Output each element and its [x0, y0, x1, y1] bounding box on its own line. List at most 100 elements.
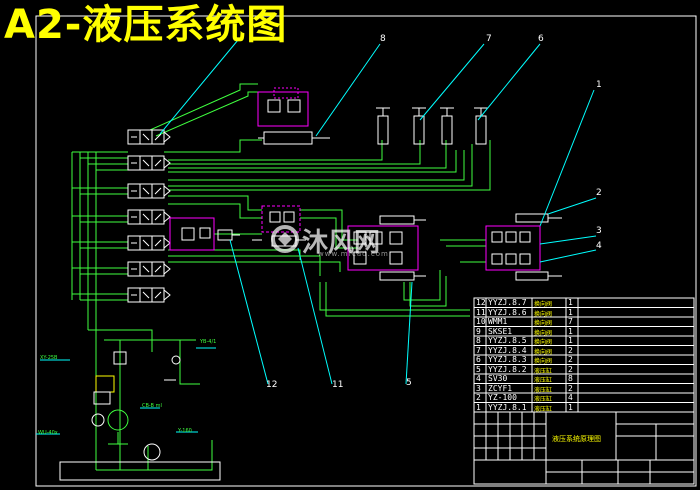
bom-code: WMM1: [488, 317, 508, 326]
watermark-text: 沐风网: [302, 228, 381, 258]
bom-code: YYZJ.8.3: [488, 355, 527, 364]
bom-qty: 1: [568, 402, 573, 412]
bom-row: 3 ZCYF1 液压缸 2: [474, 384, 694, 394]
watermark-url: www.mfcad.com: [318, 250, 389, 258]
bom-name: 换向阀: [534, 329, 553, 337]
leader-lines: [36, 39, 597, 435]
bom-row: 7 YYZJ.8.4 换向阀 2: [474, 346, 694, 356]
valve-stack-2: [127, 155, 171, 171]
bom-row: 9 SKSE1 换向阀 1: [474, 327, 694, 337]
upright-cylinders: [376, 107, 488, 145]
bom-row: 10 WMM1 换向阀 7: [474, 317, 694, 327]
bom-no: 6: [476, 355, 481, 364]
callout-label: 4: [596, 241, 602, 251]
cylinder-b: [412, 107, 426, 145]
bom-code: YYZJ.8.6: [488, 307, 527, 317]
pipe-network: [71, 83, 491, 471]
callout-label: 7: [486, 34, 492, 44]
bom-code: YYZJ.8.2: [488, 364, 527, 374]
bom-name: 换向阀: [534, 358, 553, 365]
bom-qty: 7: [568, 317, 573, 326]
bom-name: 液压缸: [534, 377, 553, 384]
cylinder-assembly-5: [347, 215, 426, 281]
bom-no: 12: [476, 298, 486, 307]
bom-name: 换向阀: [534, 301, 553, 308]
pump-label: CB-B ml: [142, 403, 162, 409]
bom-code: YYZJ.8.7: [488, 298, 527, 307]
bom-name: 液压缸: [534, 405, 553, 413]
bom-row: 11 YYZJ.8.6 换向阀 1: [474, 308, 694, 318]
cylinder-c: [440, 107, 454, 145]
pump-label: Y-160: [178, 428, 192, 434]
pump-station: [59, 351, 221, 481]
valve-column-left: [127, 129, 171, 303]
bom-code: YZ-100: [488, 393, 517, 402]
callout-label: 2: [596, 188, 602, 198]
valve-stack-3: [127, 183, 171, 199]
bom-table-grid: [473, 297, 695, 485]
callout-label: 11: [332, 380, 344, 390]
bom-name: 换向阀: [534, 339, 553, 346]
cylinder-d: [474, 107, 488, 145]
bom-row: 5 YYZJ.8.2 液压缸 2: [474, 365, 694, 375]
bom-row: 6 YYZJ.8.3 换向阀 2: [474, 355, 694, 365]
pump-label: YB-4/1: [200, 339, 217, 345]
bom-no: 5: [476, 364, 481, 374]
bom-table: 12 YYZJ.8.7 换向阀 1 11 YYZJ.8.6 换向阀 1 10 W…: [474, 298, 694, 413]
pump-label: XY-25B: [40, 355, 58, 361]
bom-qty: 2: [568, 383, 573, 393]
callout-label: 6: [538, 34, 544, 44]
drawing-title: A2-液压系统图: [4, 2, 288, 48]
valve-stack-1: [127, 129, 171, 145]
watermark-logo-icon: [271, 225, 299, 253]
callout-label: 3: [596, 226, 602, 236]
bom-no: 2: [476, 393, 481, 402]
bom-row: 1 YYZJ.8.1 液压缸 1: [474, 403, 694, 413]
bom-qty: 1: [568, 326, 573, 336]
pump-label: WU-40x: [38, 430, 58, 436]
bom-no: 10: [476, 317, 486, 326]
bom-no: 8: [476, 336, 481, 345]
bom-name: 液压缸: [534, 367, 553, 375]
cylinder-a: [376, 107, 390, 145]
bom-no: 4: [476, 374, 481, 383]
bom-qty: 8: [568, 374, 573, 383]
bom-qty: 2: [568, 364, 573, 374]
bom-no: 1: [476, 402, 481, 412]
bom-name: 换向阀: [534, 310, 553, 318]
bom-no: 7: [476, 345, 481, 355]
bom-code: YYZJ.8.4: [488, 345, 527, 355]
bom-code: ZCYF1: [488, 383, 513, 393]
bom-qty: 1: [568, 336, 573, 345]
bom-row: 4 SV30 液压缸 8: [474, 374, 694, 384]
bom-code: SKSE1: [488, 326, 513, 336]
bom-code: SV30: [488, 374, 508, 383]
drawing-name: 液压系统原理图: [552, 435, 601, 443]
valve-stack-4: [127, 209, 171, 225]
drawing-frame: [35, 15, 697, 487]
bom-row: 12 YYZJ.8.7 换向阀 1: [474, 298, 694, 308]
bom-row: 2 YZ-100 液压缸 4: [474, 393, 694, 403]
bom-no: 3: [476, 383, 481, 393]
bom-no: 9: [476, 326, 481, 336]
bom-qty: 2: [568, 345, 573, 355]
bom-qty: 2: [568, 355, 573, 364]
cylinder-assembly-1-4: [485, 213, 562, 281]
callout-label: 1: [596, 80, 602, 90]
bom-no: 11: [476, 307, 486, 317]
bom-row: 8 YYZJ.8.5 换向阀 1: [474, 336, 694, 346]
callout-label: 12: [266, 380, 278, 390]
bom-qty: 4: [568, 393, 573, 402]
callout-label: 8: [380, 34, 386, 44]
bom-name: 换向阀: [534, 348, 553, 356]
bom-qty: 1: [568, 298, 573, 307]
bom-name: 液压缸: [534, 386, 553, 394]
callout-label: 5: [406, 378, 412, 388]
bom-name: 换向阀: [534, 320, 553, 327]
bom-qty: 1: [568, 307, 573, 317]
valve-stack-7: [127, 287, 171, 303]
valve-block-12: [169, 217, 240, 251]
cylinder-assembly-8: [257, 87, 330, 145]
bom-code: YYZJ.8.1: [488, 402, 527, 412]
